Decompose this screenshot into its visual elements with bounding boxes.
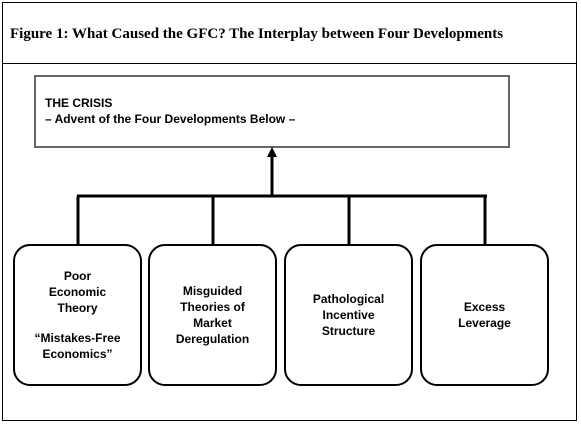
box-3-line-1: Pathological bbox=[312, 292, 385, 306]
box-2-line-3: Market bbox=[193, 316, 232, 330]
box-4-line-1: Excess bbox=[463, 300, 506, 314]
box-4-line-2: Leverage bbox=[458, 316, 511, 330]
development-box-incentive-structure: Pathological Incentive Structure bbox=[284, 244, 413, 386]
figure-frame bbox=[2, 2, 577, 421]
development-box-poor-economic-theory: Poor Economic Theory “Mistakes-Free Econ… bbox=[13, 244, 142, 386]
box-3-line-3: Structure bbox=[321, 324, 376, 338]
crisis-title: THE CRISIS bbox=[45, 96, 113, 110]
crisis-subtitle: – Advent of the Four Developments Below … bbox=[45, 112, 296, 126]
box-2-line-4: Deregulation bbox=[175, 332, 250, 346]
figure-title: Figure 1: What Caused the GFC? The Inter… bbox=[10, 26, 504, 42]
crisis-box: THE CRISIS – Advent of the Four Developm… bbox=[34, 75, 510, 148]
box-1-line-1: Poor bbox=[63, 269, 92, 283]
development-box-excess-leverage: Excess Leverage bbox=[420, 244, 549, 386]
box-1-line-5: Economics” bbox=[42, 347, 113, 361]
box-1-line-4: “Mistakes-Free bbox=[34, 331, 121, 345]
figure-title-bar: Figure 1: What Caused the GFC? The Inter… bbox=[2, 2, 577, 64]
box-2-line-2: Theories of bbox=[180, 300, 245, 314]
box-1-line-3: Theory bbox=[57, 301, 98, 315]
box-1-line-2: Economic bbox=[48, 285, 107, 299]
box-2-line-1: Misguided bbox=[182, 284, 243, 298]
box-3-line-2: Incentive bbox=[322, 308, 375, 322]
development-box-market-deregulation: Misguided Theories of Market Deregulatio… bbox=[148, 244, 277, 386]
